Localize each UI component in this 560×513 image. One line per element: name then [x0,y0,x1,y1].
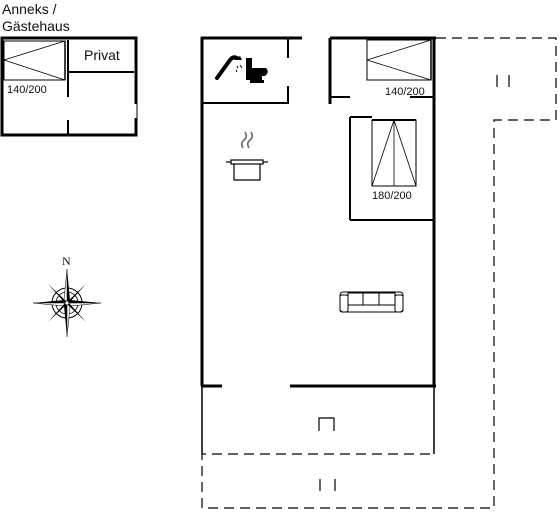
annex-title-line2: Gästehaus [2,18,70,34]
bed-icon [3,40,66,81]
toilet-icon [246,58,268,83]
door-icon [319,479,336,491]
double-bed-size-label: 180/200 [372,190,412,202]
cooking-pot-icon [226,131,268,181]
private-room-label: Privat [84,47,120,63]
annex-title: Anneks / Gästehaus [2,1,70,35]
compass-north-label: N [62,254,71,268]
sofa-icon [339,291,404,313]
annex-bed-size-label: 140/200 [7,84,47,96]
bedroom-bed-size-label: 140/200 [385,86,425,98]
door-icon [318,417,335,431]
shower-icon [215,55,243,80]
main-house [200,36,436,388]
annex-outer-wall [0,36,138,137]
door-icon [496,75,510,87]
compass-rose-icon [32,268,102,338]
terrace-outline [201,37,557,509]
annex-title-line1: Anneks / [2,1,57,17]
bed-icon [366,39,432,81]
bed-icon [371,119,417,187]
annex-building [0,36,138,137]
